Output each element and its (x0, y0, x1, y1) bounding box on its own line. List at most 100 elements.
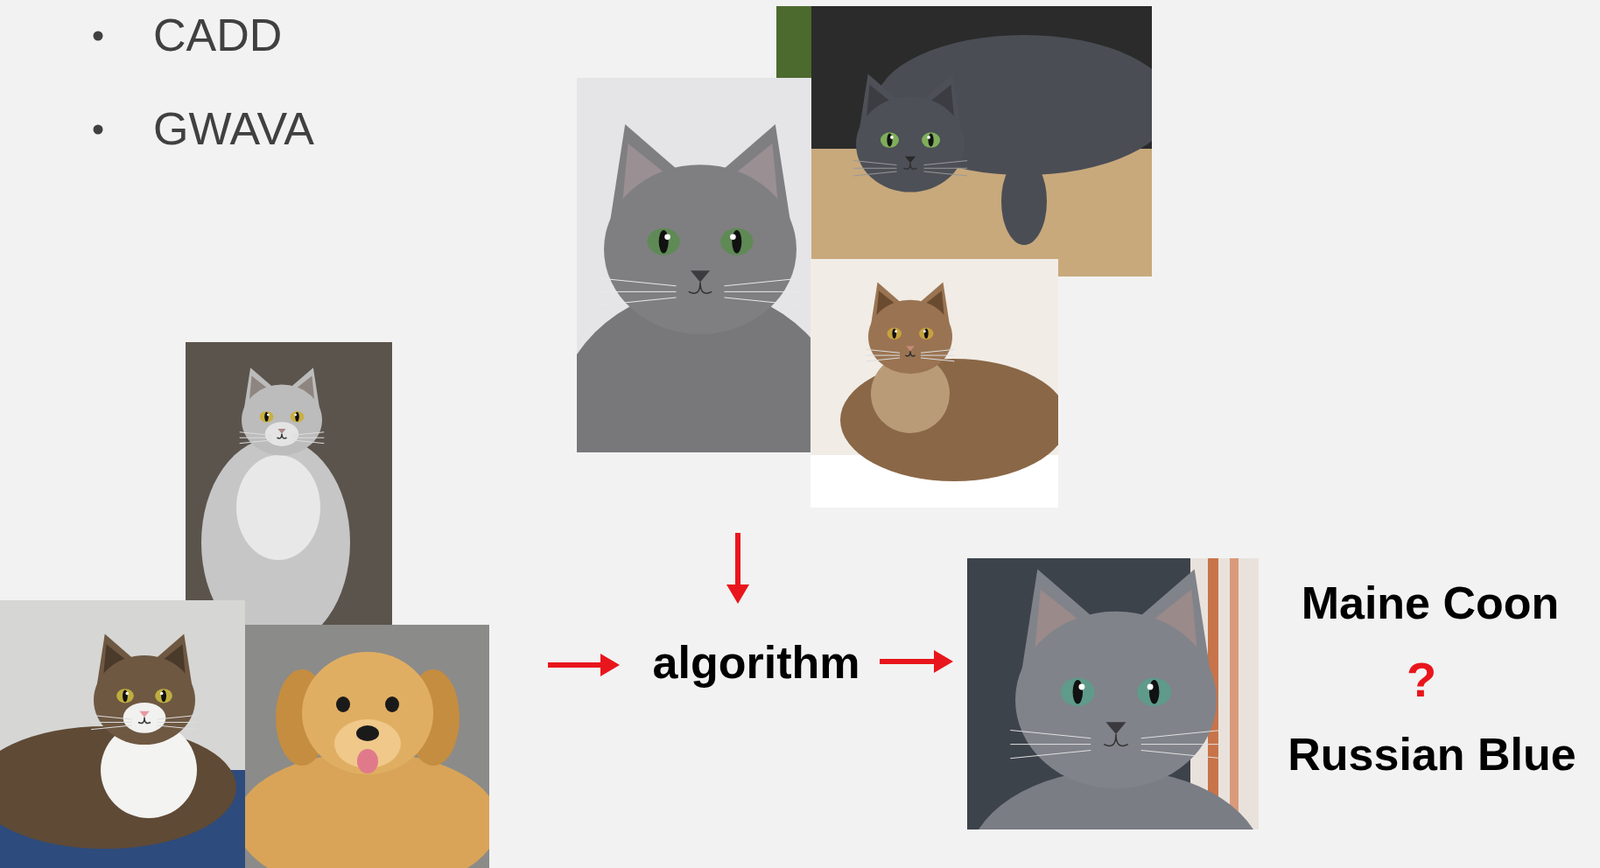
illustration-part (139, 711, 150, 718)
illustration-part (1010, 750, 1091, 759)
illustration-part (1141, 743, 1222, 745)
illustration-part (264, 412, 269, 422)
bullet-text: GWAVA (153, 104, 315, 155)
illustration-part (292, 432, 325, 436)
illustration-part (91, 725, 132, 730)
illustration-part (292, 440, 325, 444)
illustration-part (731, 230, 742, 253)
bullet (93, 31, 104, 42)
illustration-part (924, 168, 969, 169)
illustration-part (724, 291, 802, 293)
illustration-part (856, 96, 965, 192)
class-label: Russian Blue (1287, 729, 1576, 780)
illustration-part (866, 357, 900, 362)
illustration-part (241, 385, 323, 457)
illustration-part (933, 650, 954, 674)
illustration-part (880, 132, 899, 148)
illustration-part (905, 346, 915, 352)
illustration-part (599, 291, 677, 293)
red-arrow (547, 653, 620, 677)
illustration-part (294, 412, 300, 422)
illustration-part (920, 355, 955, 357)
illustration-part (924, 161, 969, 166)
illustration-part (277, 428, 286, 435)
illustration-part (904, 162, 918, 169)
illustration-part (91, 722, 132, 723)
illustration-part (905, 350, 916, 357)
illustration-part (1078, 684, 1085, 691)
illustration-part (290, 411, 305, 423)
cat-photo (967, 558, 1259, 830)
illustration-part (1073, 680, 1084, 705)
cat-photo (576, 77, 812, 453)
cat-photo (776, 6, 1152, 277)
algorithm-box: algorithm (647, 634, 866, 692)
illustration-part (1103, 734, 1129, 746)
illustration-part (336, 696, 351, 713)
cat-photo (0, 600, 246, 868)
illustration-part (890, 135, 894, 140)
illustration-part (887, 327, 902, 339)
illustration-part (726, 584, 750, 604)
illustration-part (894, 329, 898, 333)
illustration-part (1141, 750, 1222, 759)
illustration-part (123, 702, 167, 734)
illustration-part (690, 270, 710, 282)
illustration-part (927, 133, 934, 148)
illustration-part (853, 171, 898, 176)
illustration-part (1229, 558, 1239, 830)
illustration-part (259, 411, 274, 423)
cat-photo (185, 342, 393, 625)
illustration-part (122, 689, 128, 702)
illustration-part (664, 233, 671, 240)
illustration-part (1147, 684, 1154, 691)
illustration-part (776, 148, 1152, 277)
illustration-part (1106, 722, 1127, 735)
illustration-part (724, 297, 802, 306)
illustration-part (356, 725, 379, 742)
illustration-part (161, 689, 167, 702)
illustration-part (688, 281, 712, 294)
illustration-part (201, 437, 351, 625)
illustration-part (93, 655, 196, 745)
illustration-part (1015, 611, 1217, 789)
illustration-part (266, 414, 270, 417)
class-label: Maine Coon (1301, 578, 1560, 629)
illustration-part (157, 722, 198, 723)
illustration-part (659, 230, 669, 253)
illustration-part (926, 135, 931, 140)
question-mark: ? (1406, 652, 1437, 708)
red-arrow (726, 533, 750, 604)
illustration-part (292, 437, 325, 439)
illustration-part (600, 653, 620, 677)
illustration-part (866, 349, 900, 353)
illustration-part (239, 437, 273, 439)
illustration-part (866, 355, 900, 357)
illustration-part (776, 6, 812, 85)
illustration-part (294, 414, 297, 417)
illustration-part (1141, 730, 1222, 739)
illustration-part (547, 662, 601, 668)
illustration-part (160, 692, 163, 695)
illustration-part (647, 228, 681, 256)
illustration-part (920, 349, 955, 353)
node-label: algorithm (652, 638, 861, 688)
illustration-part (853, 168, 898, 169)
illustration-part (599, 278, 677, 287)
illustration-part (735, 533, 741, 585)
illustration-part (91, 715, 132, 720)
illustration-part (868, 300, 953, 374)
illustration-part (357, 749, 379, 774)
illustration-part (138, 717, 151, 724)
bullet-text: CADD (153, 10, 282, 61)
illustration-part (236, 455, 321, 561)
illustration-part (905, 156, 916, 163)
illustration-part (1010, 743, 1091, 745)
illustration-part (729, 233, 737, 240)
illustration-part (724, 278, 802, 287)
illustration-part (924, 328, 929, 339)
cat-photo (245, 624, 490, 868)
illustration-part (1010, 730, 1091, 739)
illustration-part (853, 161, 898, 166)
